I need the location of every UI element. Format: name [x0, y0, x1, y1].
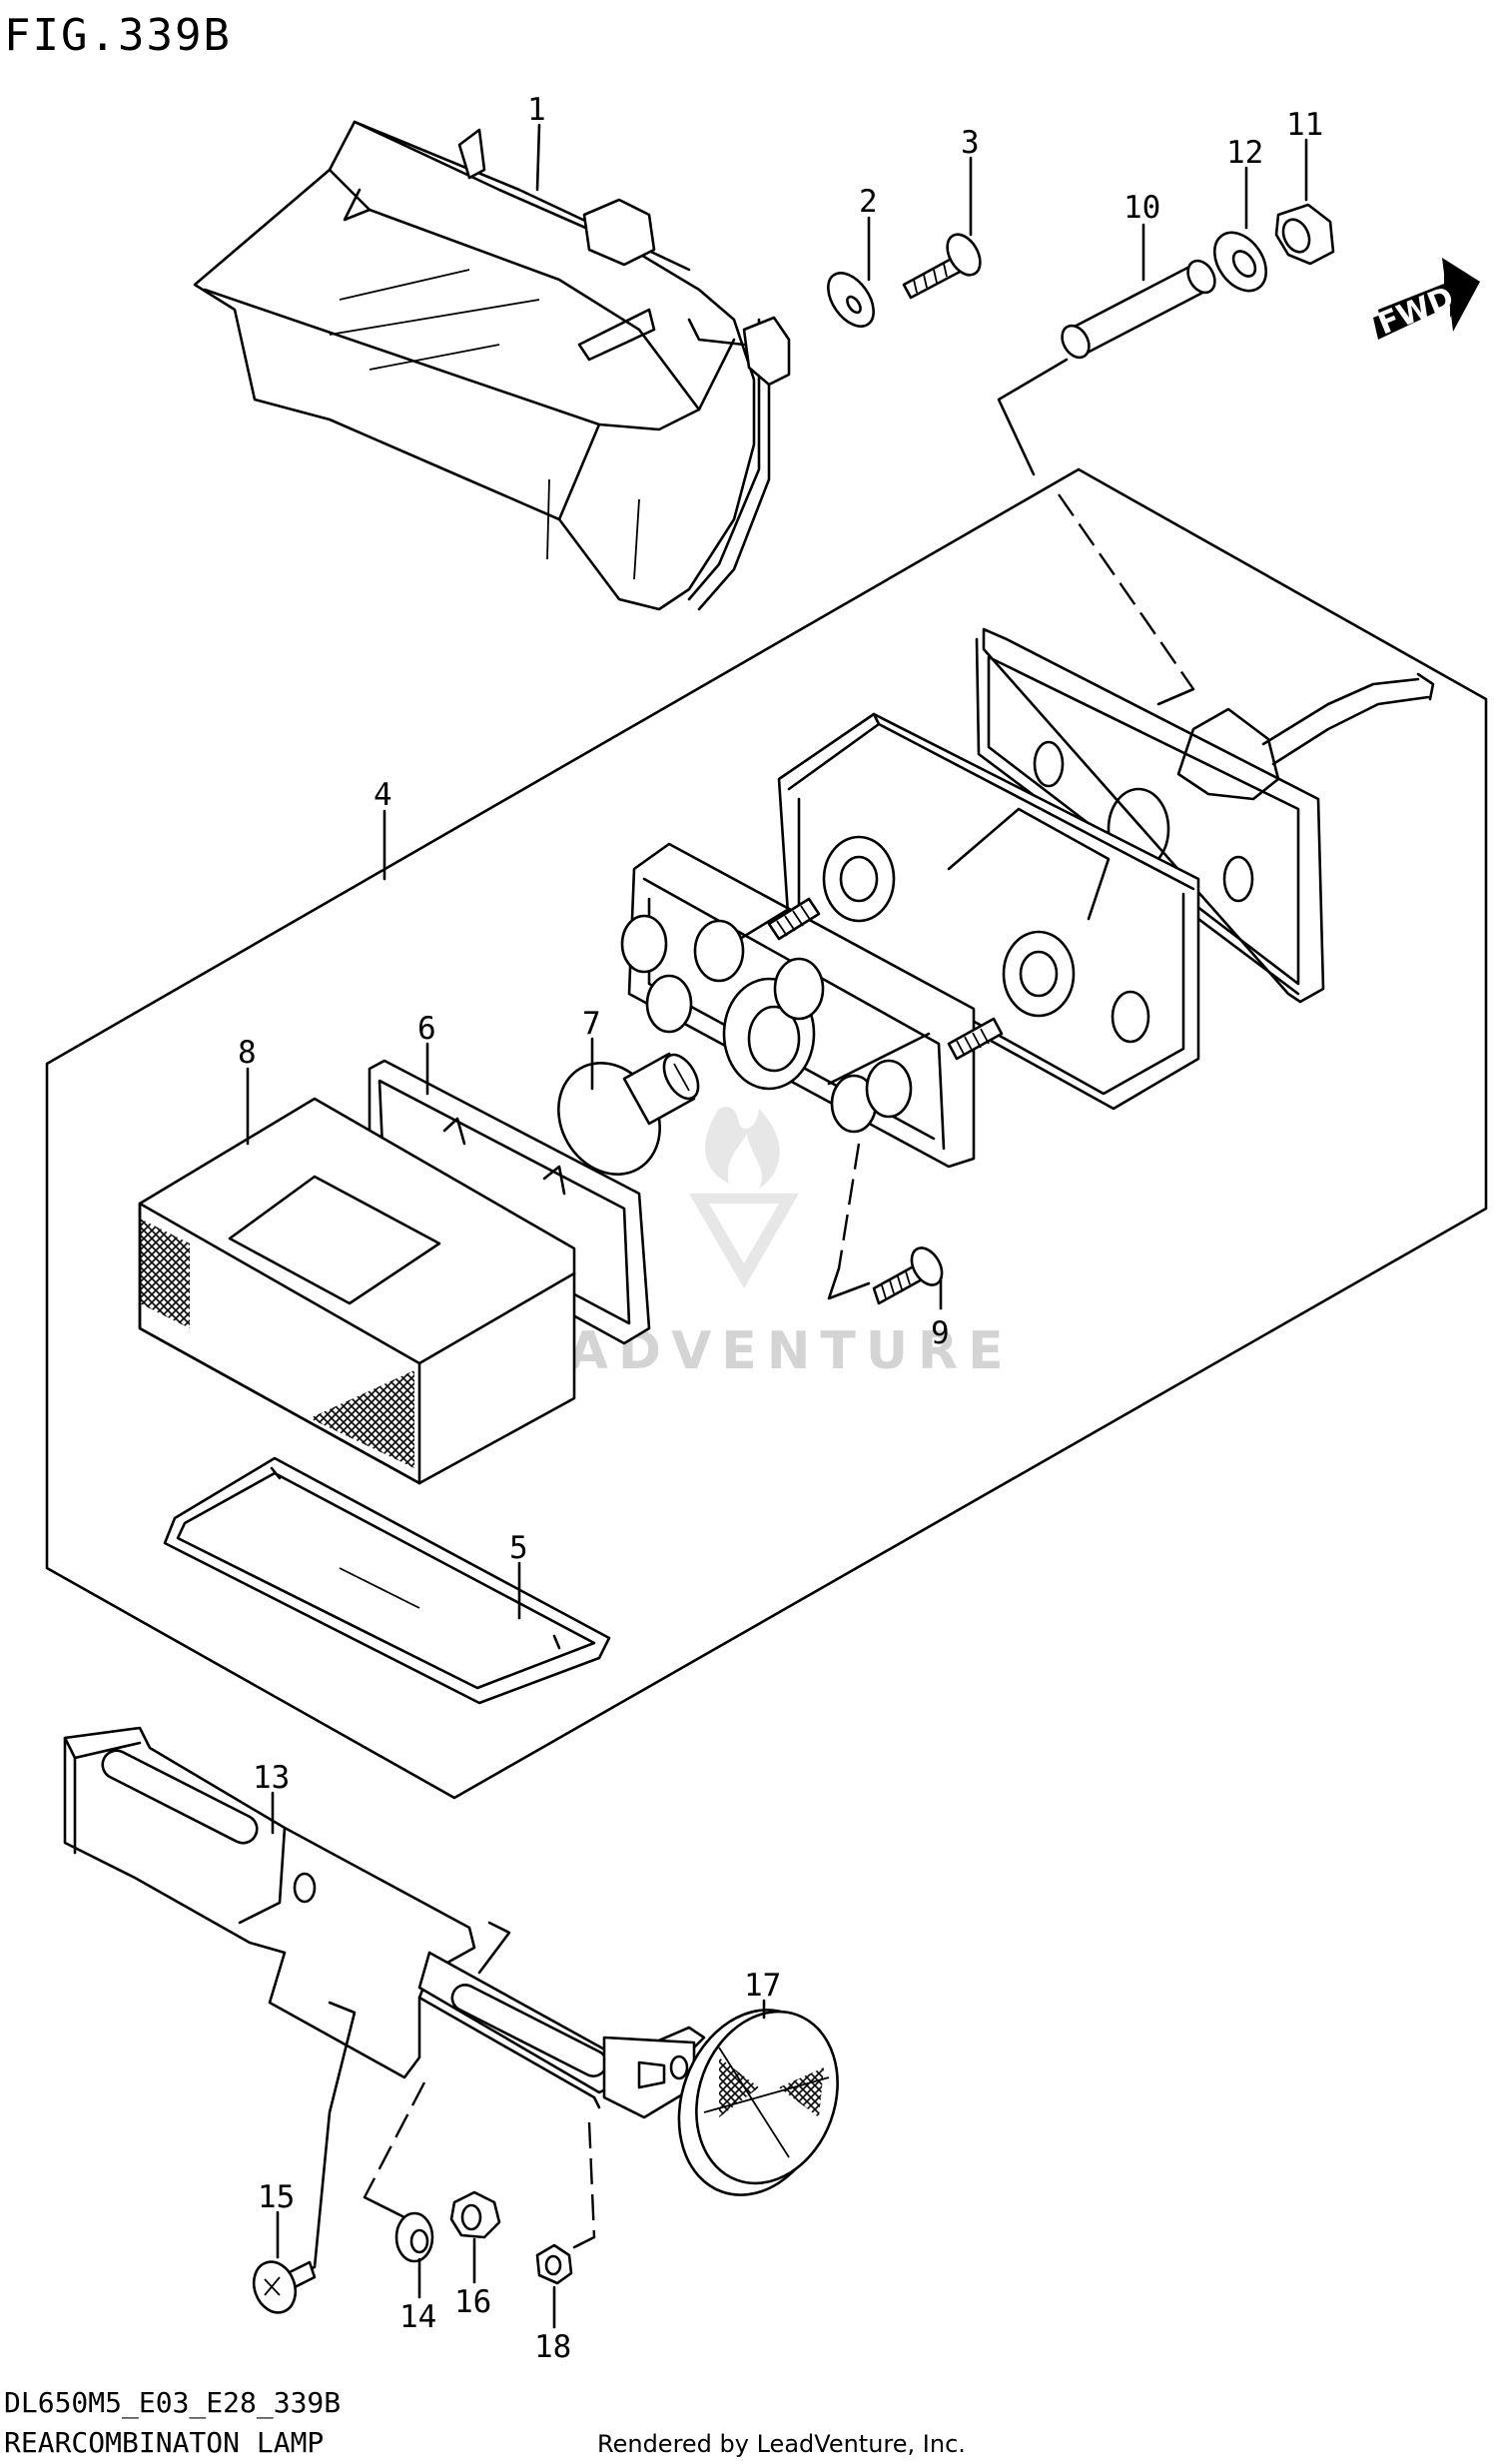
- callout-numbers: 1 2 3 4 5 6 7 8 9 10 11 12 13 14 15 16 1…: [238, 92, 1323, 2365]
- bulb-socket-plate: [620, 842, 1004, 1169]
- part-2-washer: [827, 272, 875, 328]
- callout-15: 15: [258, 2179, 295, 2215]
- lamp-socket-frame: [777, 712, 1200, 1111]
- part-10-spacer-tube: [1061, 259, 1216, 360]
- fwd-direction-badge: FWD: [1373, 258, 1480, 342]
- callout-8: 8: [238, 1035, 257, 1071]
- callout-7: 7: [582, 1006, 601, 1042]
- spring-lower-icon: [947, 1017, 1004, 1061]
- callout-13: 13: [253, 1760, 290, 1796]
- callout-12: 12: [1226, 135, 1263, 171]
- model-code: DL650M5_E03_E28_339B: [4, 2386, 341, 2420]
- callout-17: 17: [744, 1968, 781, 2004]
- callout-2: 2: [859, 184, 878, 220]
- part-14-nut: [394, 2211, 434, 2263]
- render-credit: Rendered by LeadVenture, Inc.: [597, 2430, 966, 2458]
- part-7-bulb: [557, 1052, 700, 1176]
- part-12-washer: [1212, 231, 1268, 293]
- part-15-bolt: [252, 2260, 317, 2314]
- part-16-grommet: [449, 2190, 501, 2239]
- part-18-nut: [535, 2243, 573, 2285]
- part-9-screw: [872, 1246, 944, 1305]
- callout-14: 14: [399, 2299, 436, 2335]
- leadventure-watermark-icon: [689, 1107, 799, 1288]
- callout-18: 18: [534, 2329, 571, 2365]
- part-5-reflector-plate: [163, 1456, 611, 1705]
- callout-3: 3: [961, 125, 980, 161]
- part-11-nut: [1274, 203, 1335, 266]
- part-8-tail-lens: [138, 1097, 576, 1485]
- lamp-base-plate: [975, 627, 1435, 1004]
- callout-1: 1: [527, 92, 546, 128]
- spring-upper-icon: [767, 897, 821, 941]
- figure-title: FIG.339B: [4, 10, 232, 61]
- callout-9: 9: [931, 1315, 950, 1351]
- part-1-tail-lamp-housing: [193, 120, 791, 611]
- callout-16: 16: [454, 2284, 491, 2320]
- fwd-label: FWD: [1373, 281, 1459, 343]
- callout-4: 4: [374, 777, 392, 813]
- part-13-bracket: [63, 1726, 706, 2119]
- callout-11: 11: [1286, 107, 1323, 143]
- diagram-caption: REARCOMBINATON LAMP: [4, 2426, 324, 2459]
- part-17-round-reflector: [677, 2009, 839, 2196]
- callout-6: 6: [417, 1011, 436, 1047]
- callout-10: 10: [1124, 190, 1160, 226]
- part-3-screw: [902, 233, 982, 300]
- callout-leaders: [246, 123, 1308, 2329]
- callout-5: 5: [509, 1530, 528, 1566]
- assembly-4-boundary: [45, 467, 1488, 1800]
